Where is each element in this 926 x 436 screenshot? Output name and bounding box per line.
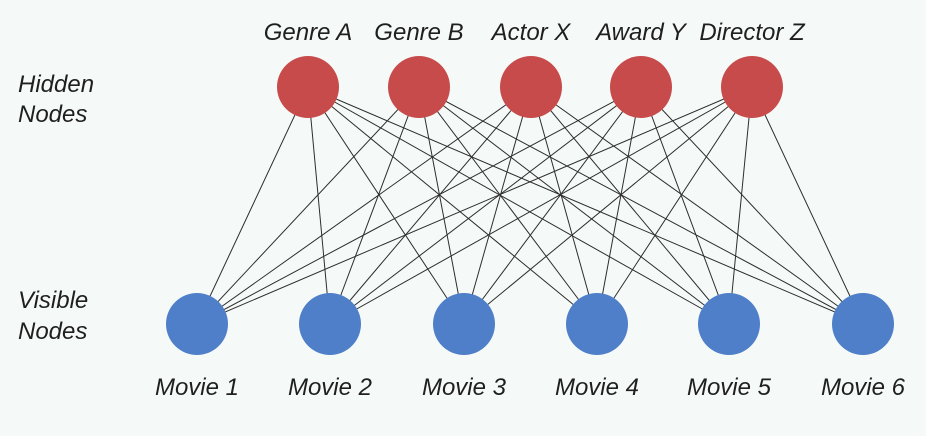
hidden-node-genre-a xyxy=(277,56,339,118)
edge-genre-b-to-movie-5 xyxy=(418,86,730,325)
edge-actor-x-to-movie-4 xyxy=(530,86,598,325)
edge-genre-b-to-movie-4 xyxy=(418,86,598,325)
hidden-node-genre-b xyxy=(388,56,450,118)
edge-genre-a-to-movie-5 xyxy=(307,86,730,325)
visible-node-label-movie-1: Movie 1 xyxy=(155,374,239,401)
edge-genre-a-to-movie-3 xyxy=(307,86,465,325)
edge-director-z-to-movie-4 xyxy=(596,86,753,325)
visible-node-movie-5 xyxy=(698,293,760,355)
edge-genre-a-to-movie-4 xyxy=(307,86,598,325)
visible-node-movie-6 xyxy=(832,293,894,355)
visible-node-label-movie-5: Movie 5 xyxy=(687,374,772,401)
edge-award-y-to-movie-4 xyxy=(596,86,642,325)
visible-layer-label-line-2: Nodes xyxy=(18,318,87,345)
visible-node-group xyxy=(166,293,894,355)
hidden-node-label-genre-b: Genre B xyxy=(374,19,463,46)
hidden-layer-label-line-1: Hidden xyxy=(18,71,94,98)
edge-director-z-to-movie-3 xyxy=(463,86,753,325)
edge-genre-b-to-movie-1 xyxy=(196,86,420,325)
hidden-node-label-director-z: Director Z xyxy=(699,19,806,46)
edge-actor-x-to-movie-1 xyxy=(196,86,532,325)
hidden-node-award-y xyxy=(610,56,672,118)
edge-genre-b-to-movie-6 xyxy=(418,86,864,325)
edge-director-z-to-movie-5 xyxy=(728,86,753,325)
edge-director-z-to-movie-1 xyxy=(196,86,753,325)
edge-genre-b-to-movie-3 xyxy=(418,86,465,325)
edge-director-z-to-movie-2 xyxy=(329,86,753,325)
hidden-node-label-group: Genre A Genre B Actor X Award Y Director Z xyxy=(264,19,806,46)
edge-actor-x-to-movie-3 xyxy=(463,86,532,325)
edge-award-y-to-movie-1 xyxy=(196,86,642,325)
hidden-node-director-z xyxy=(721,56,783,118)
hidden-node-group xyxy=(277,56,783,118)
visible-node-movie-1 xyxy=(166,293,228,355)
visible-node-movie-4 xyxy=(566,293,628,355)
hidden-node-label-award-y: Award Y xyxy=(594,19,688,46)
visible-node-label-movie-6: Movie 6 xyxy=(821,374,906,401)
visible-node-label-movie-2: Movie 2 xyxy=(288,374,372,401)
visible-node-label-movie-4: Movie 4 xyxy=(555,374,639,401)
edge-genre-a-to-movie-2 xyxy=(307,86,331,325)
edge-group xyxy=(196,86,864,325)
edge-genre-b-to-movie-2 xyxy=(329,86,420,325)
edge-genre-a-to-movie-1 xyxy=(196,86,309,325)
visible-node-movie-3 xyxy=(433,293,495,355)
edge-award-y-to-movie-6 xyxy=(640,86,864,325)
hidden-node-actor-x xyxy=(500,56,562,118)
hidden-node-label-actor-x: Actor X xyxy=(490,19,572,46)
edge-director-z-to-movie-6 xyxy=(751,86,864,325)
edge-actor-x-to-movie-6 xyxy=(530,86,864,325)
visible-node-label-group: Movie 1 Movie 2 Movie 3 Movie 4 Movie 5 Movie… xyxy=(155,374,906,401)
edge-award-y-to-movie-2 xyxy=(329,86,642,325)
edge-award-y-to-movie-5 xyxy=(640,86,730,325)
hidden-node-label-genre-a: Genre A xyxy=(264,19,353,46)
visible-layer-label-line-1: Visible xyxy=(18,287,88,314)
edge-actor-x-to-movie-5 xyxy=(530,86,730,325)
edge-actor-x-to-movie-2 xyxy=(329,86,532,325)
hidden-layer-label-line-2: Nodes xyxy=(18,101,87,128)
visible-node-label-movie-3: Movie 3 xyxy=(422,374,507,401)
edge-genre-a-to-movie-6 xyxy=(307,86,864,325)
edge-award-y-to-movie-3 xyxy=(463,86,642,325)
visible-node-movie-2 xyxy=(299,293,361,355)
